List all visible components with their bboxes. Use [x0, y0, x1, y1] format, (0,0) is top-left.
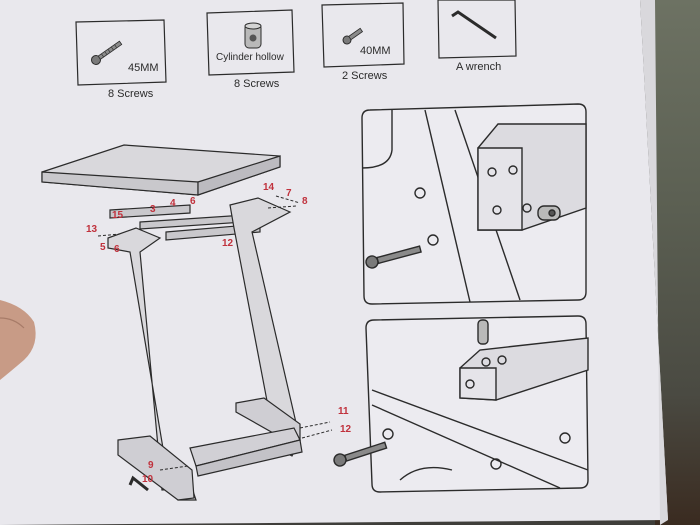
part-qty-label-1: 8 Screws	[108, 88, 154, 100]
callout-13: 13	[86, 224, 98, 235]
callout-10: 10	[142, 474, 154, 485]
callout-4: 4	[170, 198, 176, 209]
screw-guides	[97, 195, 333, 471]
screw-icon	[91, 40, 123, 65]
short-screw-icon	[342, 27, 364, 45]
part-size-label-1: 45MM	[128, 62, 159, 74]
callout-9: 9	[148, 460, 154, 471]
callout-5: 5	[100, 242, 106, 253]
callout-15: 15	[112, 210, 124, 221]
wrench-detail-icon	[128, 475, 149, 492]
parts-box-3	[321, 2, 405, 68]
detail-panel-2	[333, 315, 589, 493]
callout-6b: 6	[114, 244, 120, 255]
part-size-label-2: Cylinder hollow	[216, 52, 284, 63]
part-qty-label-4: A wrench	[456, 61, 502, 73]
callout-12a: 12	[222, 238, 234, 249]
wrench-icon	[451, 10, 497, 40]
callout-14: 14	[263, 182, 275, 193]
parts-box-2	[206, 9, 295, 76]
part-qty-label-2: 8 Screws	[234, 78, 280, 90]
parts-box-1	[75, 19, 167, 86]
callout-6a: 6	[190, 196, 196, 207]
callout-12b: 12	[340, 424, 352, 435]
finger	[0, 300, 36, 380]
desk-assembly-drawing	[41, 144, 303, 501]
part-qty-label-3: 2 Screws	[342, 70, 388, 82]
part-size-label-3: 40MM	[360, 45, 391, 57]
callout-8: 8	[302, 196, 308, 207]
callout-11: 11	[338, 406, 349, 417]
cylinder-nut-icon	[244, 22, 262, 49]
detail-panel-1	[361, 103, 587, 305]
callout-3: 3	[150, 204, 156, 215]
callout-7: 7	[286, 188, 292, 199]
parts-box-4	[437, 0, 517, 59]
